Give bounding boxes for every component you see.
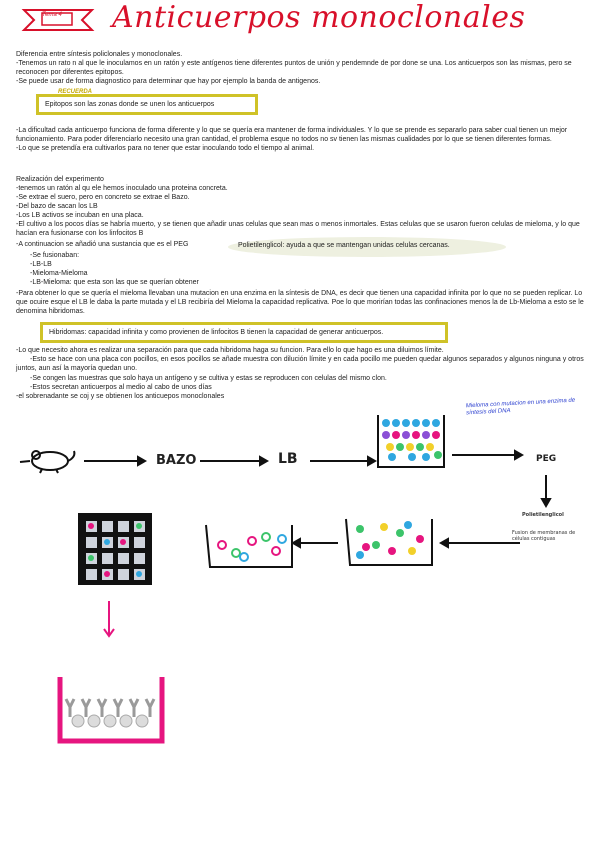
hibridomas-box: Hibridomas: capacidad infinita y como pr… <box>40 322 448 343</box>
recuerda-label: RECUERDA <box>58 89 93 95</box>
tema-tag-icon <box>21 9 95 31</box>
polietilenglicol-label: Polietilenglicol <box>522 512 564 518</box>
fusion-list: -Se fusionaban: -LB-LB -Mieloma-Mieloma … <box>30 252 199 286</box>
lb-label: LB <box>278 451 298 467</box>
separacion-line-1: -Lo que necesito ahora es realizar una s… <box>16 347 444 354</box>
tema-tag: Tema 4 <box>42 12 62 18</box>
down-arrow-icon <box>103 601 115 638</box>
separacion-line-4: -Estos secretan anticuerpos al medio al … <box>30 384 212 391</box>
plate-fusion-icon <box>345 518 433 566</box>
process-diagram <box>19 415 552 744</box>
well-plate-icon <box>78 513 152 585</box>
intro-text: Diferencia entre síntesis policlonales y… <box>16 51 572 85</box>
mouse-icon <box>19 450 76 474</box>
plate-lb-icon <box>377 415 445 468</box>
epitopos-box: Epitopos son las zonas donde se unen los… <box>36 94 258 115</box>
dificultad-text: -La dificultad cada anticuerpo funciona … <box>16 127 568 152</box>
experimento-text: Realización del experimento -tenemos un … <box>16 176 580 237</box>
peg-line: -A continuacion se añadió una sustancia … <box>16 241 189 248</box>
bazo-label: BAZO <box>156 453 197 468</box>
peg-note: Polietilenglicol: ayuda a que se manteng… <box>238 242 450 249</box>
fusion-note: Fusion de membranas de células contiguas <box>512 530 576 542</box>
separacion-line-3: -Se congen las muestras que solo haya un… <box>30 375 387 382</box>
page-title: Anticuerpos monoclonales <box>112 0 526 35</box>
separacion-line-5: -el sobrenadante se coj y se obtienen lo… <box>16 393 225 400</box>
peg-note-oval <box>228 237 506 257</box>
antibody-container-icon <box>57 677 165 744</box>
mutacion-text: -Para obtener lo que se quería el mielom… <box>16 290 584 315</box>
arrow-icon <box>84 449 552 549</box>
peg-label: PEG <box>536 454 557 464</box>
plate-hibridomas-icon <box>205 524 293 568</box>
separacion-line-2: -Esto se hace con una placa con pocillos… <box>16 356 584 372</box>
